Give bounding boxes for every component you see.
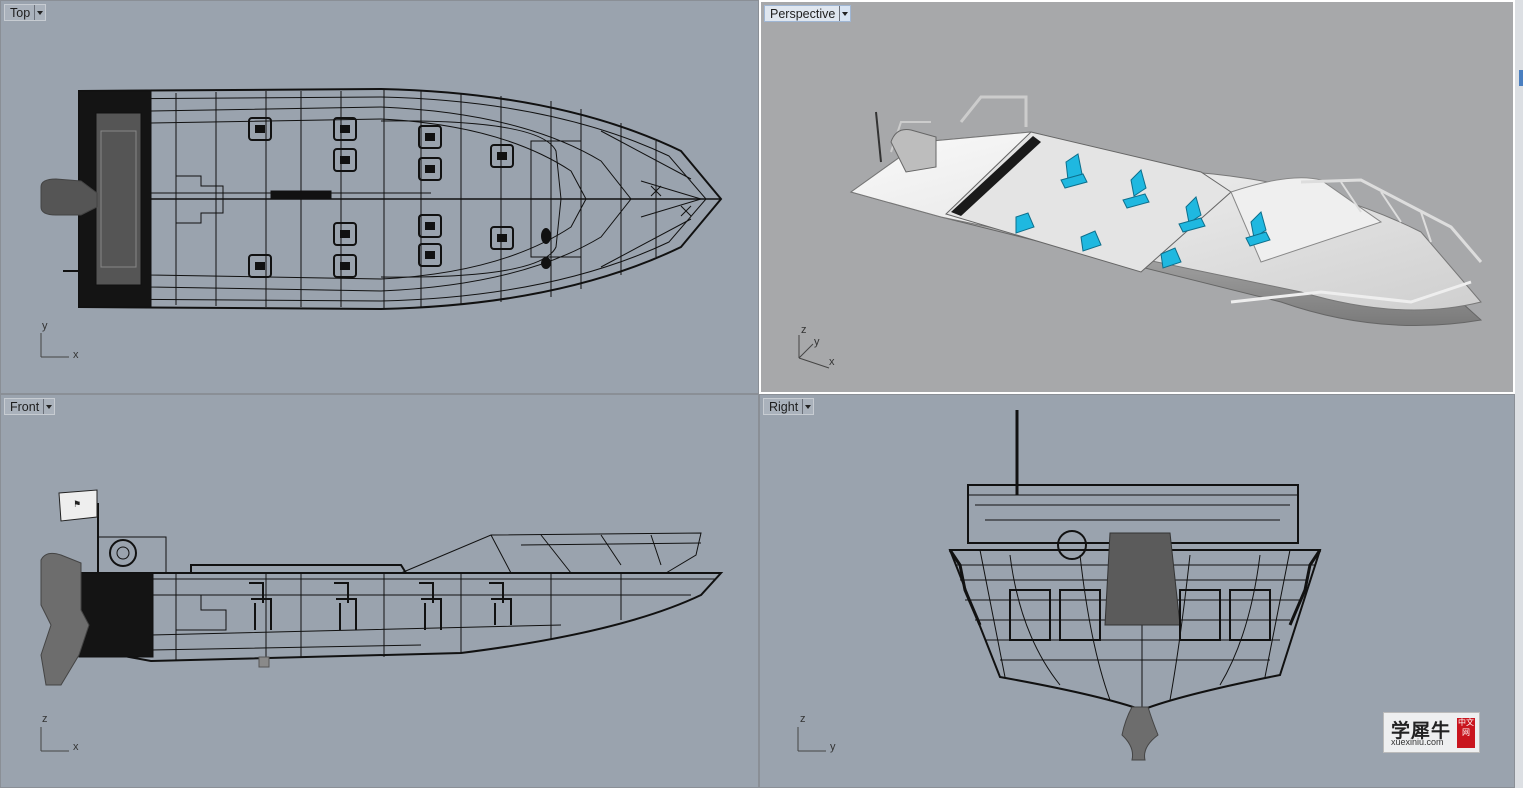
viewport-perspective[interactable]: Perspective (759, 0, 1515, 394)
axis-label-y: y (814, 336, 820, 348)
viewport-label: Perspective (770, 6, 836, 21)
viewport-label: Right (769, 399, 799, 414)
axis-label-z: z (42, 713, 48, 725)
viewport-title-top[interactable]: Top (4, 4, 47, 21)
seat-group (1015, 153, 1271, 269)
axis-label-x: x (73, 741, 79, 753)
chevron-down-icon[interactable] (802, 399, 813, 414)
watermark-chinese-text: 学犀牛 (1391, 720, 1452, 742)
site-watermark-logo: 学犀牛 xuexiniu.com 中文网 (1383, 712, 1480, 753)
axis-label-z: z (800, 713, 806, 725)
right-panel-edge (1515, 0, 1523, 788)
viewport-title-front[interactable]: Front (4, 398, 56, 415)
axis-label-x: x (829, 356, 835, 368)
viewport-label: Front (10, 399, 40, 414)
chevron-down-icon[interactable] (34, 5, 45, 20)
right-wireframe-drawing (797, 410, 1322, 761)
axis-label-y: y (42, 320, 48, 332)
axis-label-y: y (830, 741, 836, 753)
top-wireframe-drawing (40, 87, 723, 358)
watermark-site-text: xuexiniu.com (1391, 737, 1444, 747)
chevron-down-icon[interactable] (43, 399, 54, 414)
viewport-top[interactable]: Top (0, 0, 759, 394)
axis-label-z: z (801, 324, 807, 336)
perspective-shaded-drawing (798, 95, 1483, 369)
viewport-right[interactable]: Right (759, 394, 1515, 788)
viewport-title-right[interactable]: Right (763, 398, 815, 415)
svg-text:⚑: ⚑ (73, 500, 81, 510)
viewport-front[interactable]: Front (0, 394, 759, 788)
chevron-down-icon[interactable] (839, 6, 851, 21)
viewport-title-perspective[interactable]: Perspective (764, 5, 852, 22)
scroll-indicator[interactable] (1519, 70, 1523, 86)
axis-label-x: x (73, 349, 79, 361)
front-wireframe-drawing: ⚑ (40, 489, 724, 752)
watermark-badge: 中文网 (1457, 718, 1475, 748)
viewport-label: Top (10, 5, 31, 20)
